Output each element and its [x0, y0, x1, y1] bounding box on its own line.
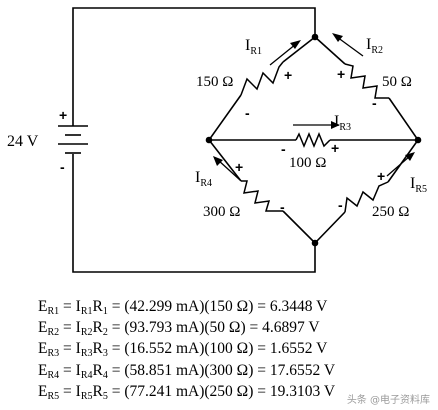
equation-r3: ER3 = IR3R3 = (16.552 mA)(100 Ω) = 1.655… [38, 340, 328, 360]
resistance-r5: 250 Ω [372, 204, 409, 220]
current-label-r2: IR2 [366, 36, 383, 56]
current-label-r3: IR3 [334, 113, 351, 133]
battery-plus-sign: + [59, 107, 67, 123]
junction-left [205, 136, 213, 144]
polarity-r5-minus: - [338, 197, 343, 213]
battery-voltage-label: 24 V [7, 133, 39, 150]
polarity-r4-minus: - [280, 199, 285, 215]
polarity-r2-plus: + [337, 66, 345, 82]
polarity-r3-minus: - [281, 141, 286, 157]
polarity-r5-plus: + [377, 168, 385, 184]
watermark: 头条 @电子资料库 [346, 395, 430, 406]
junction-bottom [311, 239, 319, 247]
polarity-r4-plus: + [235, 159, 243, 175]
current-arrow-r1 [269, 40, 301, 66]
resistor-r2-symbol [344, 63, 389, 99]
current-label-r4: IR4 [195, 169, 212, 189]
resistor-r3-symbol [295, 132, 331, 148]
current-arrow-r5 [386, 152, 415, 177]
equation-r1: ER1 = IR1R1 = (42.299 mA)(150 Ω) = 6.344… [38, 298, 328, 317]
current-arrow-r3 [293, 121, 340, 129]
bridge-circuit-diagram: 24 V + - IR1 [7, 7, 427, 273]
battery-minus-sign: - [60, 159, 65, 175]
current-label-r1: IR1 [245, 37, 262, 57]
battery-24v: 24 V + - [7, 107, 88, 175]
current-arrow-r4 [213, 156, 241, 181]
polarity-r2-minus: - [372, 95, 377, 111]
current-arrow-r2 [332, 33, 364, 57]
outer-wiring [72, 7, 316, 273]
resistance-r4: 300 Ω [203, 204, 240, 220]
voltage-equations: ER1 = IR1R1 = (42.299 mA)(150 Ω) = 6.344… [38, 296, 434, 402]
equation-r4: ER4 = IR4R4 = (58.851 mA)(300 Ω) = 17.65… [38, 361, 336, 381]
junction-top [311, 33, 319, 41]
resistor-r1-symbol [240, 61, 284, 96]
polarity-r3-plus: + [331, 140, 339, 156]
resistor-r5-symbol [344, 181, 389, 213]
resistance-r1: 150 Ω [196, 74, 233, 90]
resistance-r3: 100 Ω [289, 155, 326, 171]
resistance-r2: 50 Ω [382, 74, 412, 90]
polarity-r1-minus: - [245, 105, 250, 121]
resistor-r4-symbol [241, 180, 283, 212]
junction-right [414, 136, 422, 144]
equation-r2: ER2 = IR2R2 = (93.793 mA)(50 Ω) = 4.6897… [38, 319, 320, 339]
polarity-r1-plus: + [284, 67, 292, 83]
current-label-r5: IR5 [410, 175, 427, 195]
equation-r5: ER5 = IR5R5 = (77.241 mA)(250 Ω) = 19.31… [38, 382, 336, 402]
